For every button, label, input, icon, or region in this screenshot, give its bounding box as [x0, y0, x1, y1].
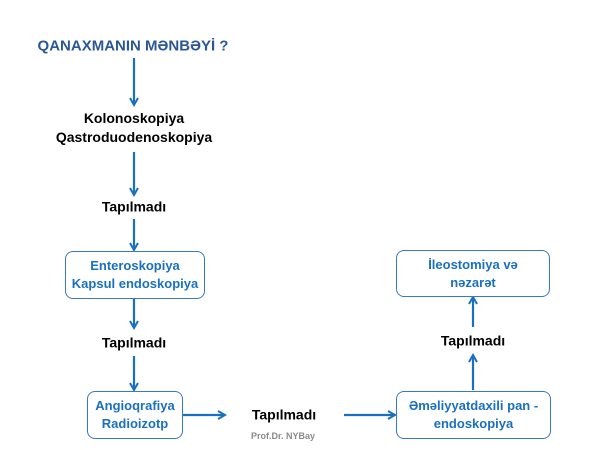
not-found-label-1: Tapılmadı	[101, 198, 167, 215]
not-found-label-4: Tapılmadı	[440, 332, 506, 349]
box-intraoperative-endoscopy: Əməliyyatdaxili pan - endoskopiya	[396, 391, 551, 439]
box-ileostomy: İleostomiya və nəzarət	[396, 250, 550, 297]
box-enteroscopy-line2: Kapsul endoskopiya	[71, 276, 199, 291]
step-colonoscopy-line1: Kolonoskopiya	[83, 110, 185, 126]
box-enteroscopy-line1: Enteroskopiya	[90, 258, 180, 273]
step-colonoscopy: Kolonoskopiya Qastroduodenoskopiya	[56, 109, 212, 147]
box-ileostomy-line1: İleostomiya və	[428, 256, 518, 272]
not-found-label-2: Tapılmadı	[101, 334, 167, 351]
box-intraop-line1: Əməliyyatdaxili pan -	[408, 398, 539, 413]
box-angiography: Angioqrafiya Radioizotp	[87, 391, 183, 439]
box-angiography-line2: Radioizotp	[101, 416, 169, 431]
flowchart-title: QANAXMANIN MƏNBƏYİ ?	[37, 37, 229, 55]
author-credit: Prof.Dr. NYBay	[250, 431, 316, 441]
step-colonoscopy-line2: Qastroduodenoskopiya	[55, 129, 213, 145]
box-angiography-line1: Angioqrafiya	[95, 398, 175, 413]
box-intraop-line2: endoskopiya	[433, 416, 514, 431]
box-enteroscopy: Enteroskopiya Kapsul endoskopiya	[65, 251, 205, 299]
box-ileostomy-line2: nəzarət	[450, 274, 496, 290]
not-found-label-3: Tapılmadı	[251, 406, 317, 423]
